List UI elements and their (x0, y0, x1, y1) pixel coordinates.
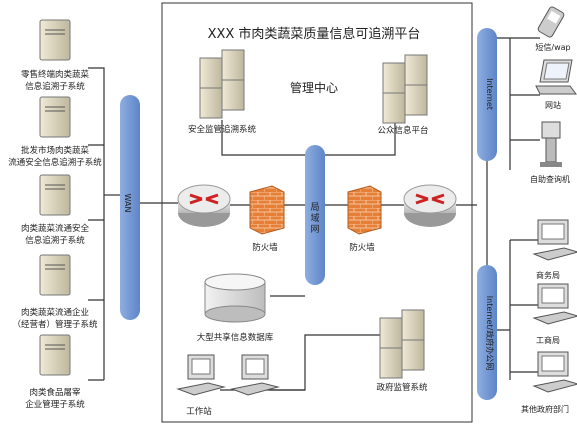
desktop-icon (532, 351, 577, 393)
left-system-1-line1: 零售终端肉类蔬菜 (21, 69, 90, 80)
left-system-2-line1: 批发市场肉类蔬菜 (21, 145, 90, 156)
firewall-right-icon (347, 185, 382, 235)
left-system-2-line2: 流通安全信息追溯子系统 (8, 157, 102, 168)
public-server-label: 公众信息平台 (377, 125, 428, 136)
left-system-3-line1: 肉类蔬菜流通安全 (21, 223, 90, 234)
lan-label-2: 域 (310, 212, 319, 224)
lan-label-1: 局 (310, 202, 319, 213)
database-label: 大型共享信息数据库 (197, 332, 274, 343)
gov-server-label: 政府监管系统 (376, 382, 428, 393)
security-server-label: 安全监管追溯系统 (188, 124, 257, 135)
desktop-icon (532, 283, 577, 325)
other-gov-label: 其他政府部门 (521, 404, 569, 414)
router-right-icon (403, 184, 457, 227)
kiosk-icon (540, 121, 562, 167)
security-server-cluster (199, 49, 245, 119)
diagram-title: XXX 市肉类蔬菜质量信息可追溯平台 (208, 26, 421, 42)
server-icon (39, 334, 71, 376)
platform-frame (161, 2, 473, 423)
firewall-left-icon (249, 185, 285, 235)
gov-server-cluster (379, 309, 425, 379)
wan-label: WAN (123, 194, 132, 213)
public-server-cluster (382, 54, 428, 124)
workstation-icon (176, 354, 226, 396)
gov-internet-bus (477, 265, 497, 400)
phone-label: 短信/wap (535, 42, 570, 52)
left-server-icons (39, 19, 71, 376)
lan-label-3: 网 (310, 224, 319, 235)
gov-internet-label: Internet/政府办公网 (485, 296, 495, 370)
workstation-icon (230, 354, 280, 396)
left-system-1-line2: 信息追溯子系统 (25, 81, 85, 92)
server-icon (39, 19, 71, 61)
router-left-icon (177, 184, 231, 227)
lan-bus (305, 145, 325, 285)
server-icon (39, 96, 71, 138)
firewall-right-label: 防火墙 (349, 242, 375, 253)
workstation-label: 工作站 (186, 406, 212, 417)
server-icon (39, 174, 71, 216)
industry-label: 工商局 (536, 335, 560, 345)
website-label: 网站 (545, 100, 561, 110)
server-icon (39, 254, 71, 296)
left-system-4-line1: 肉类蔬菜流通企业 (21, 307, 89, 318)
kiosk-label: 自助查询机 (530, 174, 570, 184)
left-system-3-line2: 信息追溯子系统 (25, 235, 85, 246)
internet-label: Internet (485, 78, 494, 110)
left-system-4-line2: （经营者）管理子系统 (12, 319, 98, 330)
left-system-5-line1: 肉类食品屠宰 (29, 387, 81, 398)
phone-icon (537, 6, 565, 38)
database-icon (204, 273, 266, 323)
internet-bus (477, 28, 497, 161)
desktop-icon (532, 219, 577, 261)
left-system-5-line2: 企业管理子系统 (25, 399, 85, 410)
center-label: 管理中心 (290, 80, 338, 95)
laptop-icon (535, 59, 577, 95)
firewall-left-label: 防火墙 (252, 242, 278, 253)
commerce-label: 商务局 (536, 270, 560, 280)
wan-bus (120, 95, 140, 320)
